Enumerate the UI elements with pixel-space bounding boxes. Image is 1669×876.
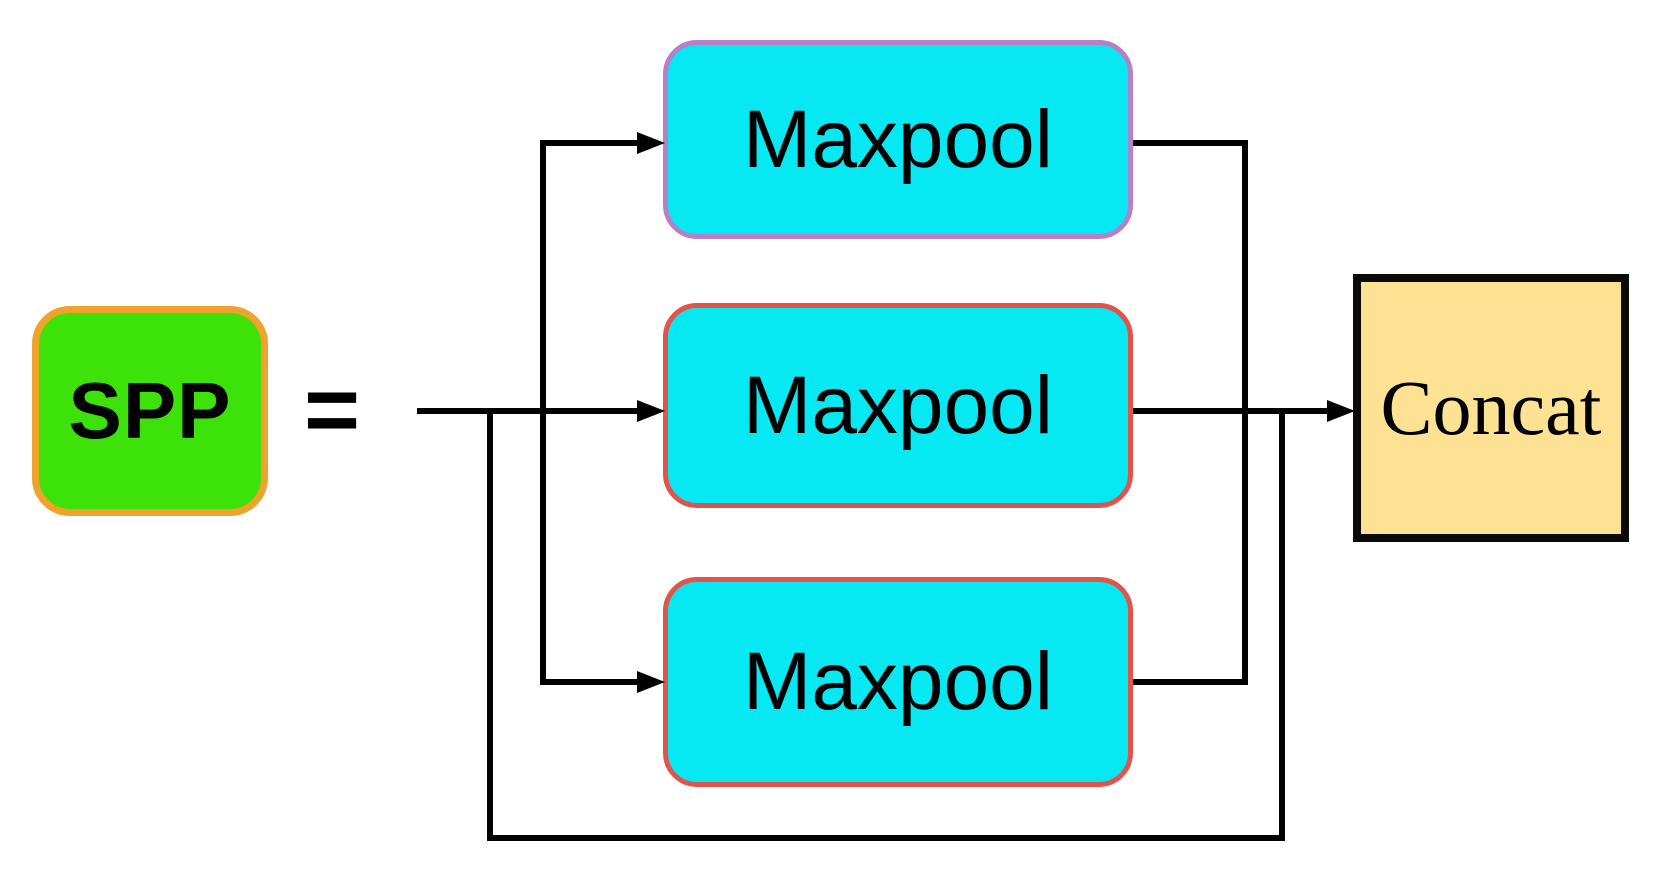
maxpool-top-label: Maxpool	[743, 93, 1053, 185]
arrowhead-concat-icon	[1327, 400, 1355, 422]
connector-bottom-branch	[540, 679, 637, 685]
arrowhead-maxpool-top-icon	[637, 132, 665, 154]
connector-output-top	[1133, 140, 1248, 146]
concat-label: Concat	[1380, 364, 1602, 451]
maxpool-top-node: Maxpool	[663, 40, 1133, 239]
connector-output-middle	[1133, 408, 1327, 414]
equals-sign: =	[303, 356, 361, 463]
connector-input-line	[417, 408, 637, 414]
maxpool-bottom-node: Maxpool	[663, 577, 1133, 787]
connector-bypass-left-vertical	[487, 408, 493, 841]
connector-top-branch	[540, 140, 637, 146]
spp-label: SPP	[68, 366, 232, 455]
arrowhead-maxpool-middle-icon	[637, 400, 665, 422]
spp-node: SPP	[32, 306, 268, 516]
arrowhead-maxpool-bottom-icon	[637, 671, 665, 693]
connector-branch-vertical	[540, 140, 546, 685]
connector-bypass-bottom	[487, 835, 1285, 841]
maxpool-bottom-label: Maxpool	[743, 636, 1053, 727]
connector-bypass-right-vertical	[1279, 408, 1285, 841]
maxpool-middle-node: Maxpool	[663, 303, 1133, 508]
maxpool-middle-label: Maxpool	[743, 359, 1053, 451]
concat-node: Concat	[1353, 274, 1629, 542]
connector-output-bottom	[1133, 679, 1248, 685]
